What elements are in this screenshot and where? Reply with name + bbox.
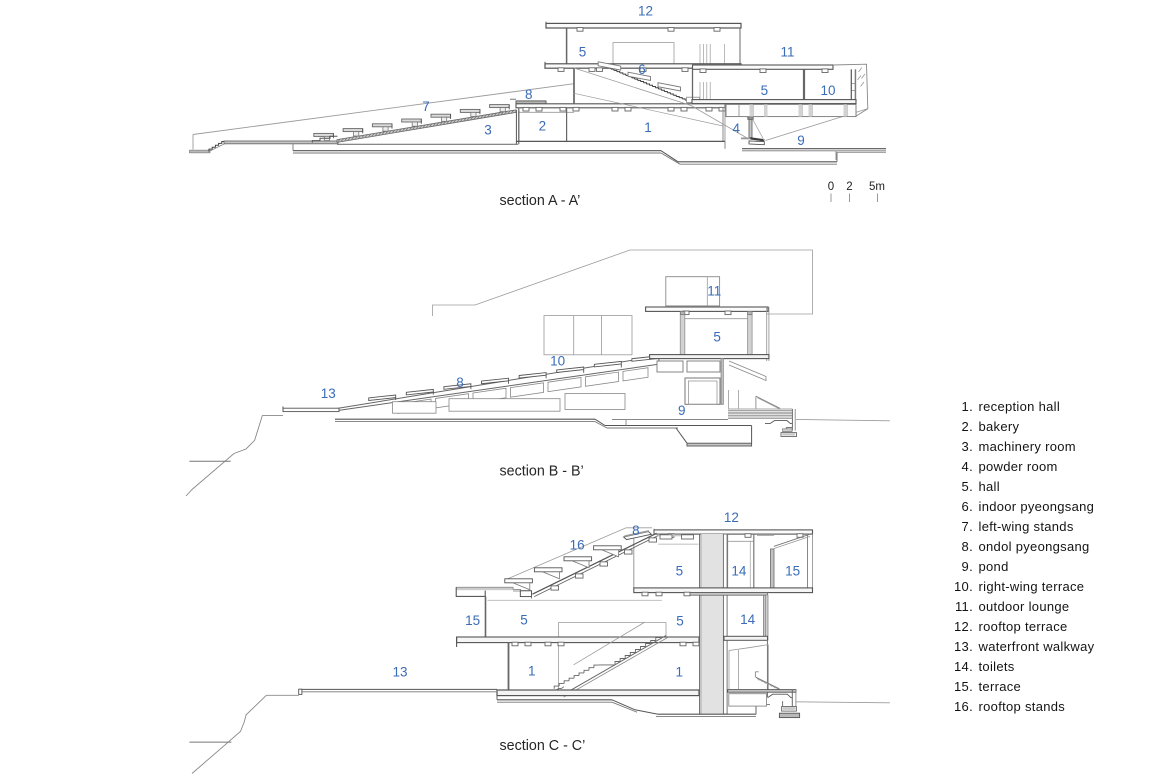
svg-text:9: 9	[797, 133, 805, 148]
svg-text:pond: pond	[979, 559, 1009, 574]
svg-text:15: 15	[465, 613, 480, 628]
svg-text:6: 6	[638, 62, 646, 77]
svg-text:15.: 15.	[954, 679, 973, 694]
svg-text:8: 8	[525, 87, 533, 102]
svg-text:3: 3	[484, 123, 492, 138]
svg-text:1: 1	[675, 664, 683, 679]
svg-text:section B - B’: section B - B’	[500, 464, 584, 480]
svg-text:toilets: toilets	[979, 659, 1015, 674]
svg-text:indoor pyeongsang: indoor pyeongsang	[979, 499, 1095, 514]
svg-text:bakery: bakery	[979, 419, 1020, 434]
svg-text:hall: hall	[979, 479, 1000, 494]
svg-text:14: 14	[740, 612, 756, 627]
svg-text:2: 2	[846, 181, 852, 193]
svg-text:7: 7	[422, 99, 430, 114]
svg-text:13: 13	[321, 386, 336, 401]
svg-text:2.: 2.	[962, 419, 973, 434]
svg-text:16: 16	[570, 538, 585, 553]
svg-text:10.: 10.	[954, 579, 973, 594]
svg-text:15: 15	[785, 564, 800, 579]
svg-text:right-wing terrace: right-wing terrace	[979, 579, 1085, 594]
svg-text:5: 5	[713, 329, 721, 344]
svg-text:11: 11	[707, 283, 721, 298]
svg-text:rooftop terrace: rooftop terrace	[979, 619, 1068, 634]
svg-text:1.: 1.	[962, 399, 973, 414]
svg-text:9.: 9.	[962, 559, 973, 574]
svg-text:11: 11	[780, 44, 794, 59]
svg-text:machinery room: machinery room	[979, 439, 1076, 454]
svg-text:5: 5	[761, 83, 769, 98]
svg-text:12: 12	[724, 510, 739, 525]
svg-text:10: 10	[550, 353, 565, 368]
svg-text:8: 8	[456, 375, 464, 390]
svg-text:13.: 13.	[954, 639, 973, 654]
svg-text:12: 12	[638, 4, 653, 19]
svg-text:9: 9	[678, 403, 686, 418]
svg-text:3.: 3.	[962, 439, 973, 454]
svg-text:6.: 6.	[962, 499, 973, 514]
svg-text:5: 5	[579, 44, 587, 59]
svg-text:5: 5	[676, 614, 684, 629]
svg-text:section C - C’: section C - C’	[500, 738, 586, 754]
svg-text:11.: 11.	[955, 599, 973, 614]
svg-text:14.: 14.	[954, 659, 973, 674]
svg-text:1: 1	[644, 120, 652, 135]
svg-text:reception hall: reception hall	[979, 399, 1061, 414]
svg-text:5: 5	[676, 564, 684, 579]
svg-text:13: 13	[392, 664, 407, 679]
svg-text:5m: 5m	[869, 181, 885, 193]
svg-text:2: 2	[539, 119, 547, 134]
svg-text:section A - A’: section A - A’	[500, 193, 581, 209]
svg-text:5.: 5.	[962, 479, 973, 494]
svg-text:16.: 16.	[954, 699, 973, 714]
svg-text:1: 1	[528, 664, 536, 679]
svg-text:ondol pyeongsang: ondol pyeongsang	[979, 539, 1090, 554]
svg-text:10: 10	[820, 83, 835, 98]
svg-text:waterfront walkway: waterfront walkway	[978, 639, 1095, 654]
svg-text:terrace: terrace	[979, 679, 1022, 694]
svg-text:5: 5	[520, 613, 528, 628]
svg-text:12.: 12.	[954, 619, 973, 634]
svg-text:outdoor lounge: outdoor lounge	[979, 599, 1070, 614]
svg-text:4: 4	[732, 121, 740, 136]
svg-text:left-wing stands: left-wing stands	[979, 519, 1074, 534]
svg-text:rooftop stands: rooftop stands	[979, 699, 1066, 714]
svg-text:4.: 4.	[962, 459, 973, 474]
svg-text:8.: 8.	[962, 539, 973, 554]
svg-text:8: 8	[632, 523, 640, 538]
svg-text:0: 0	[828, 181, 834, 193]
svg-text:powder room: powder room	[979, 459, 1058, 474]
svg-text:7.: 7.	[962, 519, 973, 534]
svg-text:14: 14	[731, 564, 747, 579]
